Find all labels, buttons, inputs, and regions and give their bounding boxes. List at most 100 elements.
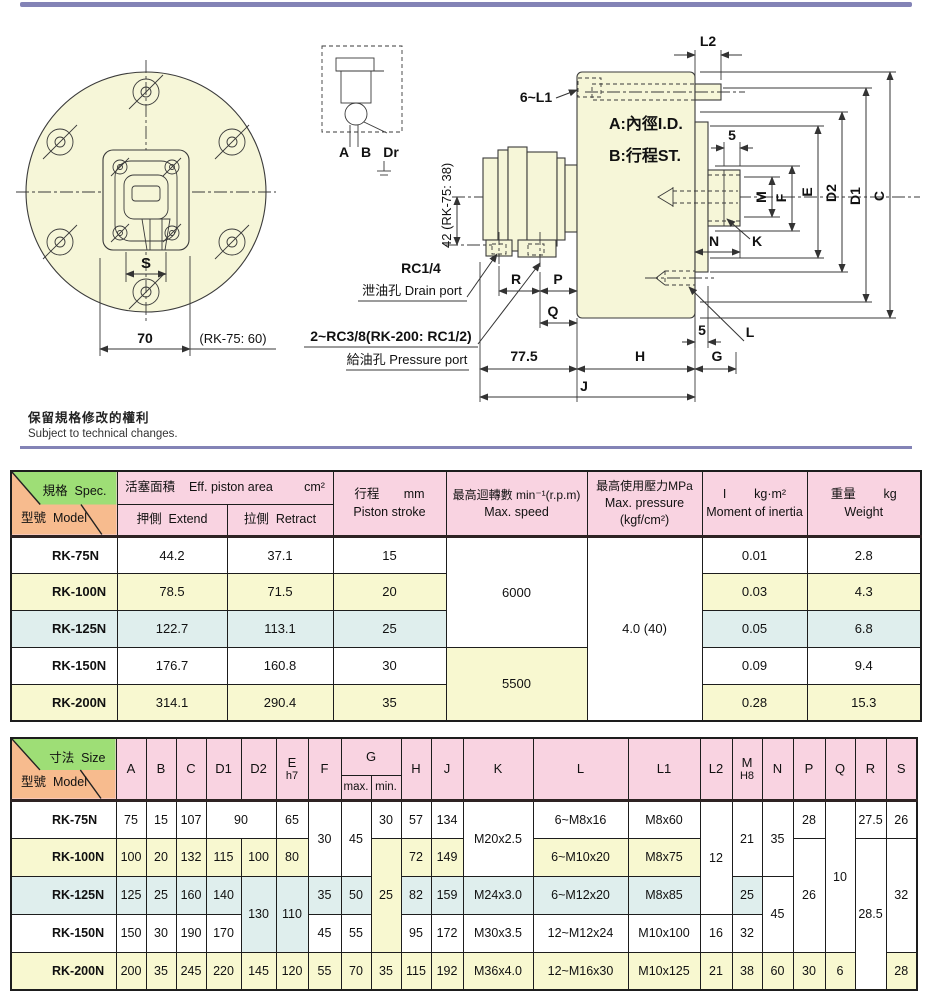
flange-corner-bolts — [110, 157, 182, 243]
col-header-inertia: I kg·m² Moment of inertia — [701, 470, 808, 538]
spec-value-cell: 6000 — [445, 535, 588, 648]
col-header-h: H — [400, 737, 432, 802]
col-header-g: G — [340, 737, 402, 776]
size-value-cell: 55 — [307, 951, 342, 991]
spec-value-cell: 160.8 — [226, 646, 334, 685]
size-value-cell: 35 — [370, 951, 402, 991]
spec-value-cell: 9.4 — [806, 646, 922, 685]
dim-label-n: N — [709, 233, 719, 249]
model-cell: RK-150N — [10, 913, 117, 953]
diagonal-split-graphic — [12, 739, 115, 797]
dim-label-s: S — [141, 255, 151, 272]
size-value-cell: 10 — [824, 799, 856, 953]
size-value-cell: M8x75 — [627, 837, 701, 877]
size-value-cell: 170 — [205, 913, 242, 953]
engineering-drawing: S 70 (RK-75: 60) A B Dr — [16, 33, 920, 402]
size-value-cell: 100 — [240, 837, 277, 877]
size-value-cell: M36x4.0 — [462, 951, 534, 991]
spec-header-label: 規格 Spec. — [42, 484, 107, 498]
spec-value-cell: 6.8 — [806, 609, 922, 648]
note-zh: 保留規格修改的權利 — [28, 411, 150, 425]
size-value-cell: 60 — [761, 951, 794, 991]
col-header-max-speed: 最高迴轉數 min⁻¹(r.p.m) Max. speed — [445, 470, 588, 538]
size-value-cell: 190 — [175, 913, 207, 953]
spec-value-cell: 35 — [332, 683, 447, 722]
model-cell: RK-200N — [10, 951, 117, 991]
spec-value-cell: 20 — [332, 572, 447, 611]
size-value-cell: 110 — [275, 875, 309, 953]
note-bore-id: A:內徑I.D. — [609, 114, 683, 133]
size-value-cell: 27.5 — [854, 799, 887, 839]
size-value-cell: 45 — [340, 799, 372, 877]
dim-label-j: J — [580, 378, 588, 394]
col-header-extend: 押側 Extend — [116, 503, 228, 538]
spec-value-cell: 290.4 — [226, 683, 334, 722]
size-value-cell: 25 — [145, 875, 177, 915]
dim-label-h: H — [635, 348, 645, 364]
spec-table: 規格 Spec. 型號 Model 活塞面積 Eff. piston area … — [10, 470, 922, 722]
spec-value-cell: 71.5 — [226, 572, 334, 611]
size-value-cell: 172 — [430, 913, 464, 953]
spec-value-cell: 78.5 — [116, 572, 228, 611]
diagonal-split-graphic — [12, 472, 116, 533]
size-value-cell: 28 — [885, 951, 918, 991]
port-label-a: A — [339, 144, 349, 160]
size-value-cell: M20x2.5 — [462, 799, 534, 877]
spec-value-cell: 0.09 — [701, 646, 808, 685]
dim-label-q: Q — [548, 303, 559, 319]
col-header-weight: 重量 kg Weight — [806, 470, 922, 538]
dim-label-l: L — [746, 324, 755, 340]
dim-label-l2: L2 — [700, 33, 717, 49]
size-value-cell: 28 — [792, 799, 826, 839]
size-value-cell: 140 — [205, 875, 242, 915]
front-view: S 70 (RK-75: 60) — [16, 60, 276, 356]
size-value-cell: 130 — [240, 875, 277, 953]
spec-value-cell: 0.05 — [701, 609, 808, 648]
dim-label-r: R — [511, 271, 521, 287]
drain-port-label: 泄油孔 Drain port — [362, 283, 462, 298]
col-header-r: R — [854, 737, 887, 802]
spec-model-corner-header: 規格 Spec. 型號 Model — [10, 470, 118, 538]
size-value-cell: M10x125 — [627, 951, 701, 991]
size-value-cell: 30 — [792, 951, 826, 991]
size-value-cell: 12 — [699, 799, 733, 915]
technical-changes-note: 保留規格修改的權利 Subject to technical changes. — [28, 411, 178, 441]
drain-port-size: RC1/4 — [401, 260, 441, 276]
size-value-cell: 134 — [430, 799, 464, 839]
pressure-port-label: 給油孔 Pressure port — [347, 352, 468, 367]
model-cell: RK-100N — [10, 837, 117, 877]
size-value-cell: 115 — [205, 837, 242, 877]
col-header-p: P — [792, 737, 826, 802]
size-value-cell: M24x3.0 — [462, 875, 534, 915]
size-value-cell: 15 — [145, 799, 177, 839]
size-value-cell: 30 — [370, 799, 402, 839]
dim-label-e: E — [799, 187, 815, 196]
size-value-cell: 72 — [400, 837, 432, 877]
size-value-cell: 100 — [115, 837, 147, 877]
col-header-d2: D2 — [240, 737, 277, 802]
size-value-cell: 50 — [340, 875, 372, 915]
dim-label-70: 70 — [137, 330, 153, 346]
dim-label-77-5: 77.5 — [510, 348, 537, 364]
model-header-label: 型號 Model — [21, 510, 87, 525]
size-value-cell: 28.5 — [854, 837, 887, 991]
size-value-cell: 16 — [699, 913, 733, 953]
size-value-cell: 245 — [175, 951, 207, 991]
dim-label-5-top: 5 — [728, 127, 736, 143]
size-value-cell: 220 — [205, 951, 242, 991]
col-header-n: N — [761, 737, 794, 802]
size-value-cell: 21 — [731, 799, 763, 877]
spec-value-cell: 0.01 — [701, 535, 808, 574]
model-cell: RK-75N — [10, 535, 118, 574]
spec-value-cell: 4.0 (40) — [586, 535, 703, 722]
size-value-cell: 57 — [400, 799, 432, 839]
size-value-cell: 12~M12x24 — [532, 913, 629, 953]
col-header-f: F — [307, 737, 342, 802]
